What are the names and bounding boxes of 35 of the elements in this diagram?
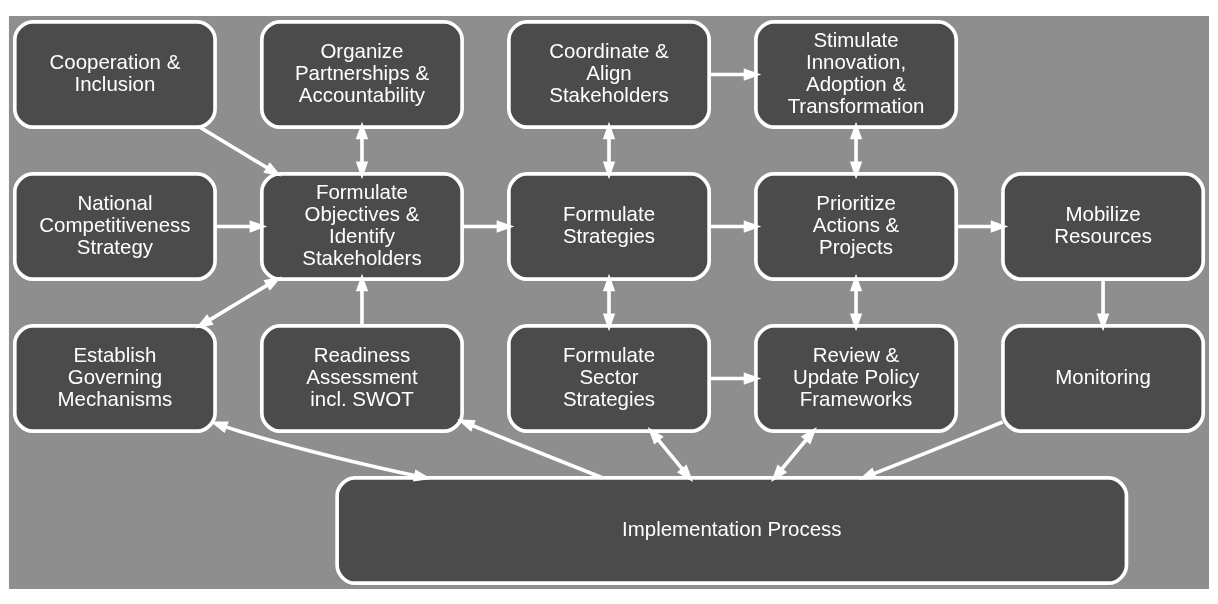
node-box: Monitoring bbox=[1001, 323, 1206, 433]
arrow bbox=[849, 273, 863, 331]
node-box: Coordinate & Align Stakeholders bbox=[507, 19, 711, 129]
arrow bbox=[355, 121, 369, 179]
arrow bbox=[709, 371, 762, 385]
node-box: Formulate Strategies bbox=[507, 171, 711, 281]
arrow bbox=[771, 426, 817, 482]
arrow bbox=[457, 418, 603, 479]
node-box: Organize Partnerships & Accountability bbox=[260, 19, 464, 129]
node-box: Stimulate Innovation, Adoption & Transformation bbox=[754, 19, 958, 129]
node-box: Establish Governing Mechanisms bbox=[12, 323, 217, 433]
arrow bbox=[1096, 278, 1110, 331]
arrow bbox=[709, 219, 762, 233]
arrow bbox=[195, 275, 282, 328]
node-box: Cooperation & Inclusion bbox=[12, 19, 217, 129]
node-box: Prioritize Actions & Projects bbox=[754, 171, 958, 281]
arrow bbox=[647, 426, 693, 482]
arrow bbox=[956, 219, 1009, 233]
arrow bbox=[858, 419, 1004, 480]
node-box: Formulate Objectives & Identify Stakeholders bbox=[260, 171, 464, 281]
node-box: Review & Update Policy Frameworks bbox=[754, 323, 958, 433]
arrow bbox=[199, 125, 282, 176]
arrow bbox=[462, 219, 515, 233]
node-box: Readiness Assessment incl. SWOT bbox=[260, 323, 464, 433]
arrow bbox=[602, 273, 616, 331]
arrow bbox=[215, 219, 268, 233]
node-box: Implementation Process bbox=[335, 475, 1129, 585]
arrow bbox=[210, 420, 432, 481]
arrow bbox=[709, 67, 762, 81]
arrow bbox=[355, 273, 369, 326]
node-box: Formulate Sector Strategies bbox=[507, 323, 711, 433]
arrow bbox=[849, 121, 863, 179]
node-box: National Competitiveness Strategy bbox=[12, 171, 217, 281]
node-box: Mobilize Resources bbox=[1001, 171, 1206, 281]
arrow bbox=[602, 121, 616, 179]
